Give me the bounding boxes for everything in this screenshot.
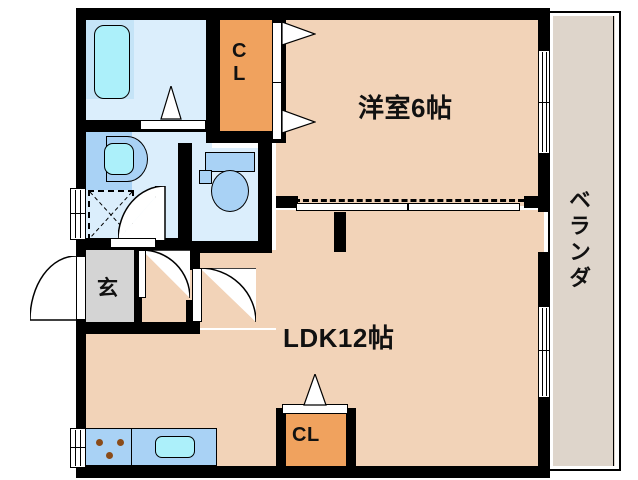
toilet-tank bbox=[205, 152, 255, 172]
toilet-door-leaf[interactable] bbox=[138, 250, 146, 298]
closet-lower-floor bbox=[285, 412, 347, 466]
veranda-floor bbox=[553, 16, 615, 466]
stove-burner-rear bbox=[106, 452, 113, 459]
washroom-window-line-1 bbox=[75, 190, 76, 238]
kitchen-sink-basin bbox=[155, 436, 195, 458]
veranda-frame-outer-top bbox=[548, 11, 621, 13]
wall-toilet-left bbox=[178, 143, 192, 253]
wall-washroom-bottom-right bbox=[148, 238, 182, 250]
washroom-hall-door[interactable] bbox=[110, 238, 156, 248]
ldk-balcony-door[interactable] bbox=[538, 306, 550, 398]
closet-upper-label-line2: L bbox=[233, 63, 246, 85]
veranda-frame-inner-right bbox=[613, 16, 614, 466]
bathroom-door[interactable] bbox=[140, 120, 206, 130]
kitchen-window-line-1 bbox=[75, 430, 76, 466]
ldk-balcony-door-line-2 bbox=[546, 308, 547, 396]
ldk-door-leaf[interactable] bbox=[192, 268, 202, 322]
closet-upper-swing-icon-top bbox=[282, 22, 316, 46]
partition-panel-right[interactable] bbox=[408, 203, 520, 211]
closet-upper-floor bbox=[219, 16, 276, 136]
wall-bath-bottom bbox=[76, 120, 136, 132]
toilet-door-swing-arc[interactable] bbox=[142, 250, 190, 300]
closet-upper-door-panel-top[interactable] bbox=[272, 22, 282, 84]
wall-entrance-bottom bbox=[76, 322, 198, 334]
partition-panel-left[interactable] bbox=[296, 203, 408, 211]
ldk-balcony-door-mullion bbox=[538, 350, 550, 351]
veranda-label: ベランダ bbox=[566, 188, 591, 292]
closet-upper-swing-icon-bottom bbox=[282, 110, 316, 134]
ldk-door-swing-arc[interactable] bbox=[200, 268, 256, 324]
wall-ldk-pillar bbox=[334, 212, 346, 252]
partition-track-line bbox=[294, 199, 524, 202]
wall-bath-right bbox=[206, 8, 220, 133]
entrance-door-swing-arc bbox=[30, 256, 77, 321]
veranda-frame-outer-bottom bbox=[548, 469, 621, 471]
wall-closet-lower-left bbox=[276, 408, 286, 466]
wall-exterior-right-mid2 bbox=[538, 252, 550, 308]
washbasin-bowl bbox=[104, 143, 134, 175]
entrance-door-leaf[interactable] bbox=[76, 256, 86, 320]
western-room-floor bbox=[276, 20, 544, 206]
wall-exterior-right-bottom bbox=[538, 396, 550, 478]
closet-upper-label-line1: C bbox=[232, 40, 247, 62]
kitchen-stove-counter bbox=[84, 428, 132, 466]
wall-exterior-top bbox=[76, 8, 550, 20]
toilet-lever bbox=[199, 170, 212, 184]
wall-closet-lower-right bbox=[346, 408, 356, 466]
toilet-bowl bbox=[211, 170, 249, 212]
washroom-window-line-2 bbox=[80, 190, 81, 238]
washroom-door-swing-arc bbox=[118, 186, 166, 241]
wall-exterior-left-lower bbox=[76, 462, 86, 478]
washroom-window bbox=[70, 188, 86, 240]
wall-exterior-left-upper bbox=[76, 8, 86, 188]
veranda-frame-outer-left bbox=[548, 11, 550, 471]
wall-partition-right-stub bbox=[524, 196, 544, 208]
kitchen-window bbox=[70, 428, 86, 468]
closet-lower-swing-icon bbox=[303, 374, 327, 406]
veranda-frame-outer-right bbox=[619, 11, 621, 471]
ldk-label: LDK12帖 bbox=[283, 323, 395, 353]
entrance-label: 玄 bbox=[97, 277, 119, 300]
wall-closet-bottom bbox=[206, 131, 286, 143]
closet-upper-door-panel-bottom[interactable] bbox=[272, 82, 282, 140]
western-room-label: 洋室6帖 bbox=[358, 93, 453, 123]
closet-lower-label: CL bbox=[292, 424, 320, 446]
bathtub bbox=[94, 25, 130, 99]
wall-exterior-bottom bbox=[76, 466, 550, 478]
wall-toilet-right bbox=[258, 143, 272, 253]
wall-toilet-bottom bbox=[178, 241, 272, 253]
wall-exterior-right-top bbox=[538, 8, 550, 52]
stove-burner-front-right bbox=[117, 439, 124, 446]
closet-upper-label: C L bbox=[232, 40, 247, 86]
wall-exterior-left-entrance-lower bbox=[76, 320, 86, 430]
washroom-window-mullion bbox=[70, 213, 86, 214]
wall-partition-left-stub bbox=[276, 196, 298, 208]
bathroom-door-swing-icon bbox=[160, 86, 182, 120]
stove-burner-front-left bbox=[96, 439, 103, 446]
entrance-floor bbox=[84, 248, 141, 328]
bedroom-balcony-door-mullion bbox=[538, 102, 550, 103]
kitchen-window-mullion bbox=[70, 447, 86, 448]
ldk-balcony-door-line-1 bbox=[542, 308, 543, 396]
kitchen-window-line-2 bbox=[80, 430, 81, 466]
